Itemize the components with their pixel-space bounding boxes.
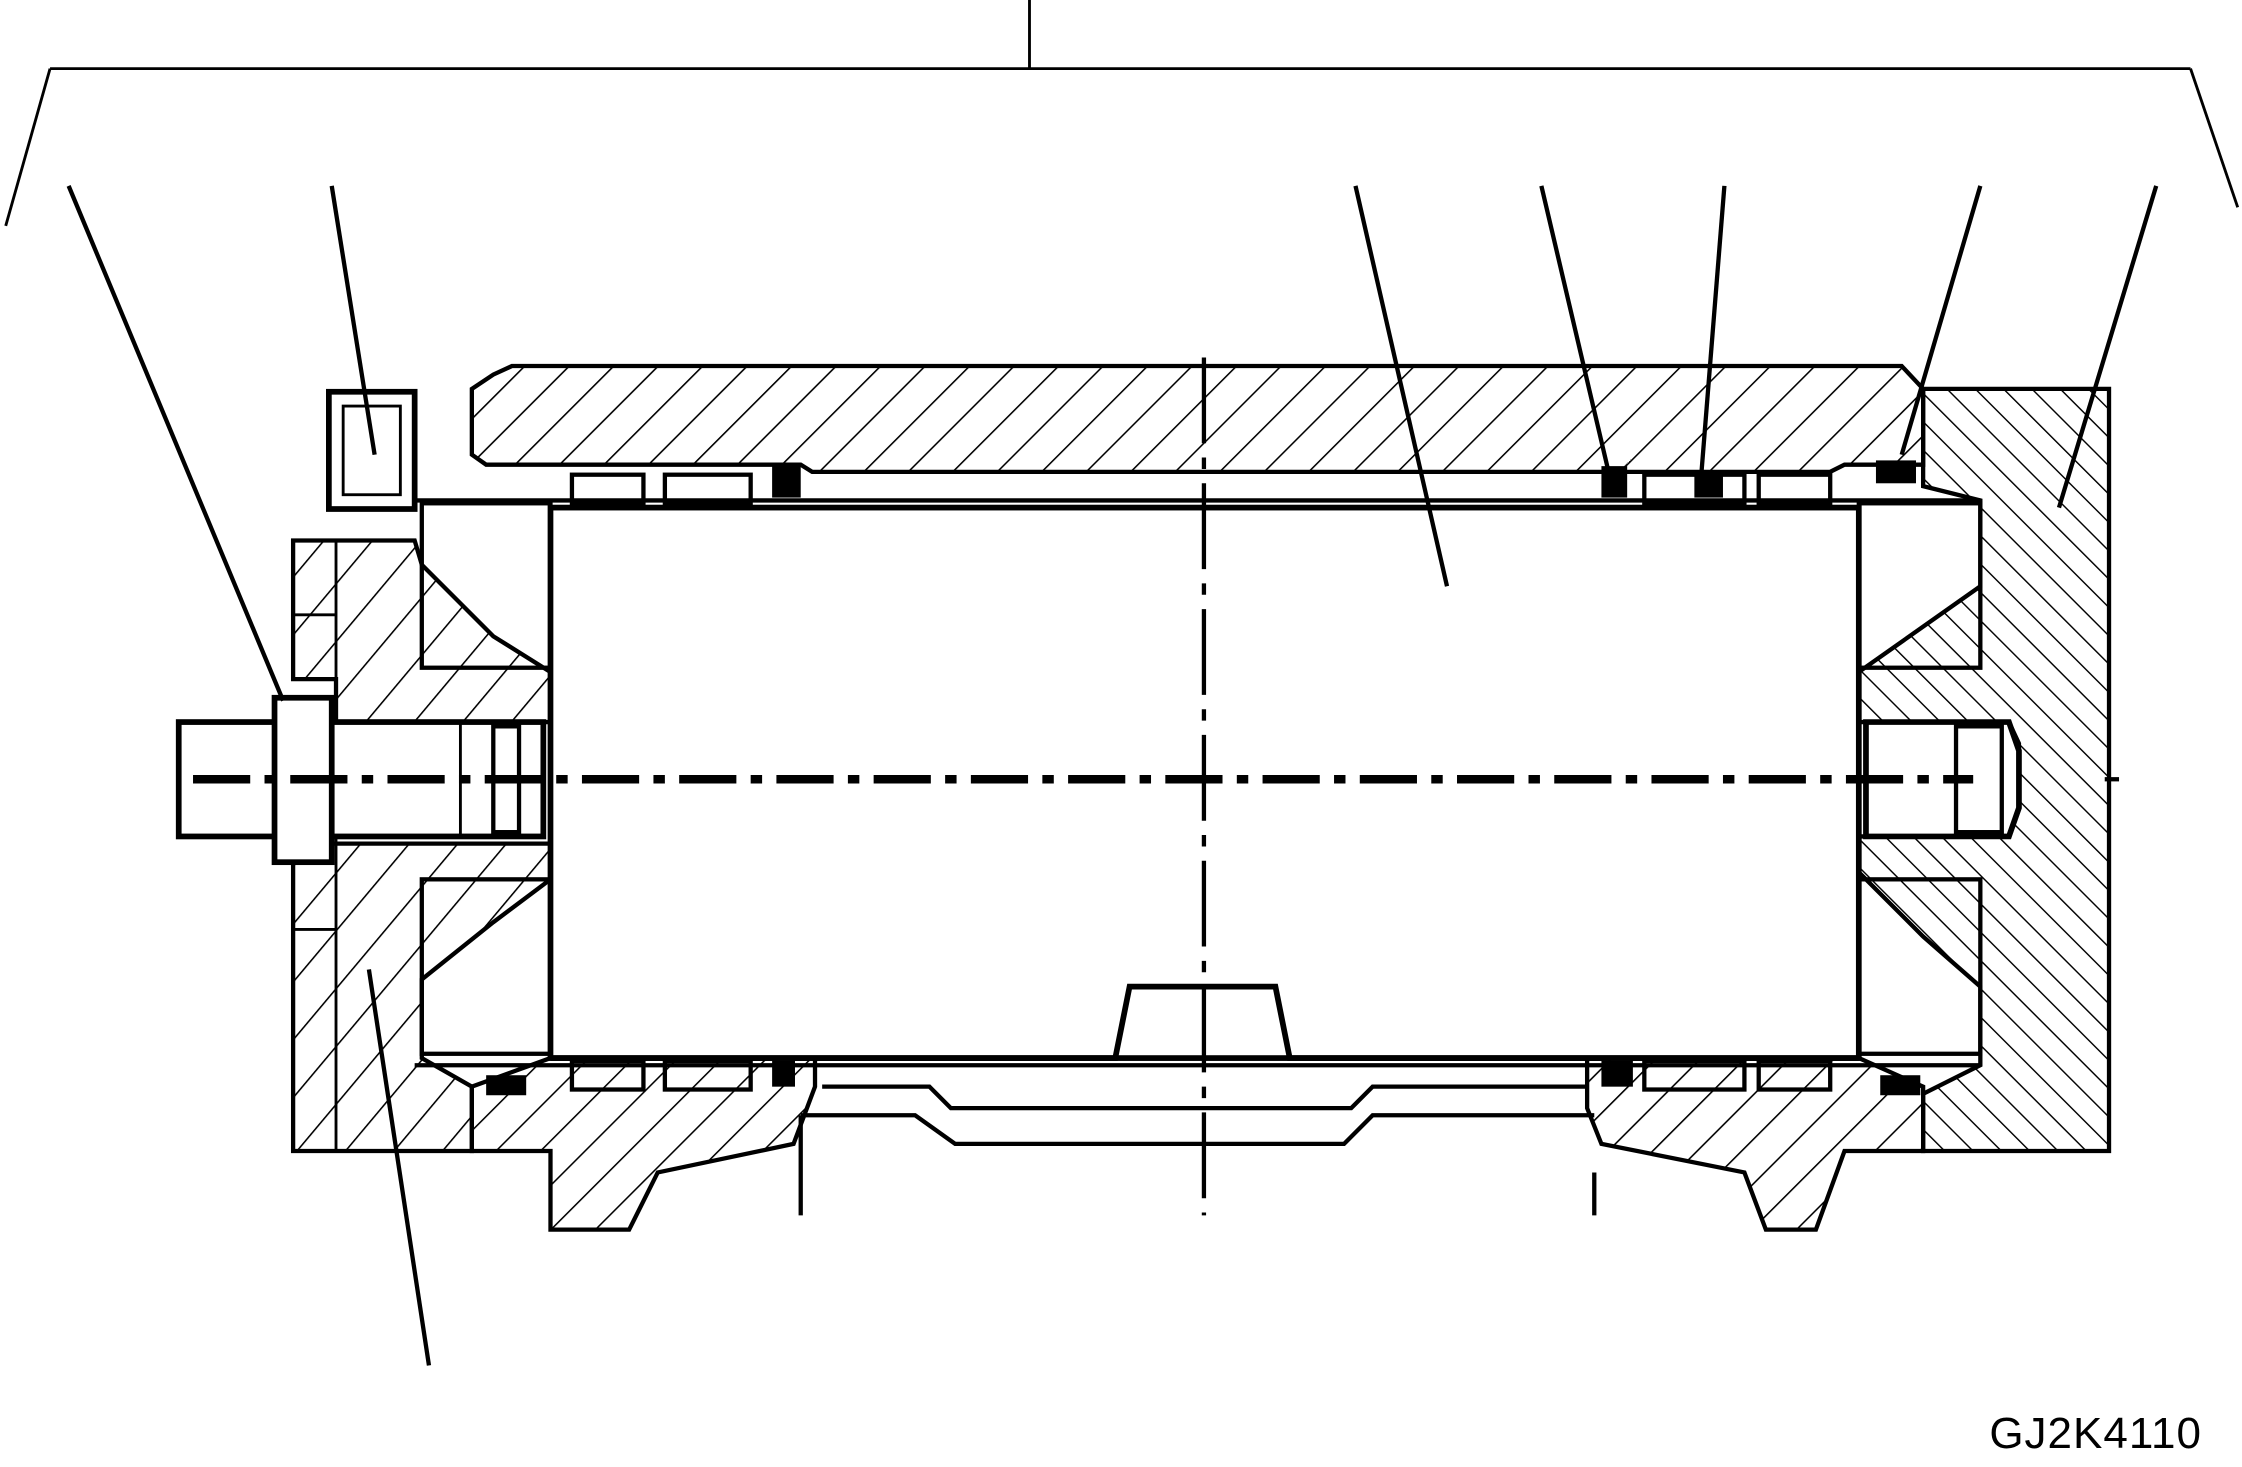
- leader-1: [66, 185, 286, 702]
- leader-7: [2056, 185, 2159, 509]
- right-shaft-end: [1863, 719, 2022, 840]
- roller-tread-outline: [798, 1084, 1597, 1216]
- leader-2: [329, 185, 377, 456]
- leader-lines: [66, 185, 2159, 1366]
- leader-4: [1539, 185, 1611, 473]
- leader-5: [1699, 185, 1727, 473]
- drawing-reference-code: GJ2K4110: [1989, 1409, 2202, 1458]
- leader-6: [1899, 185, 1983, 456]
- bushings: [414, 472, 1983, 1092]
- centre-lines: [193, 357, 1974, 1216]
- assembly-bracket: [4, 0, 2240, 227]
- seal-rings: [486, 460, 1921, 1096]
- leader-8: [366, 969, 432, 1366]
- leader-3: [1353, 185, 1450, 587]
